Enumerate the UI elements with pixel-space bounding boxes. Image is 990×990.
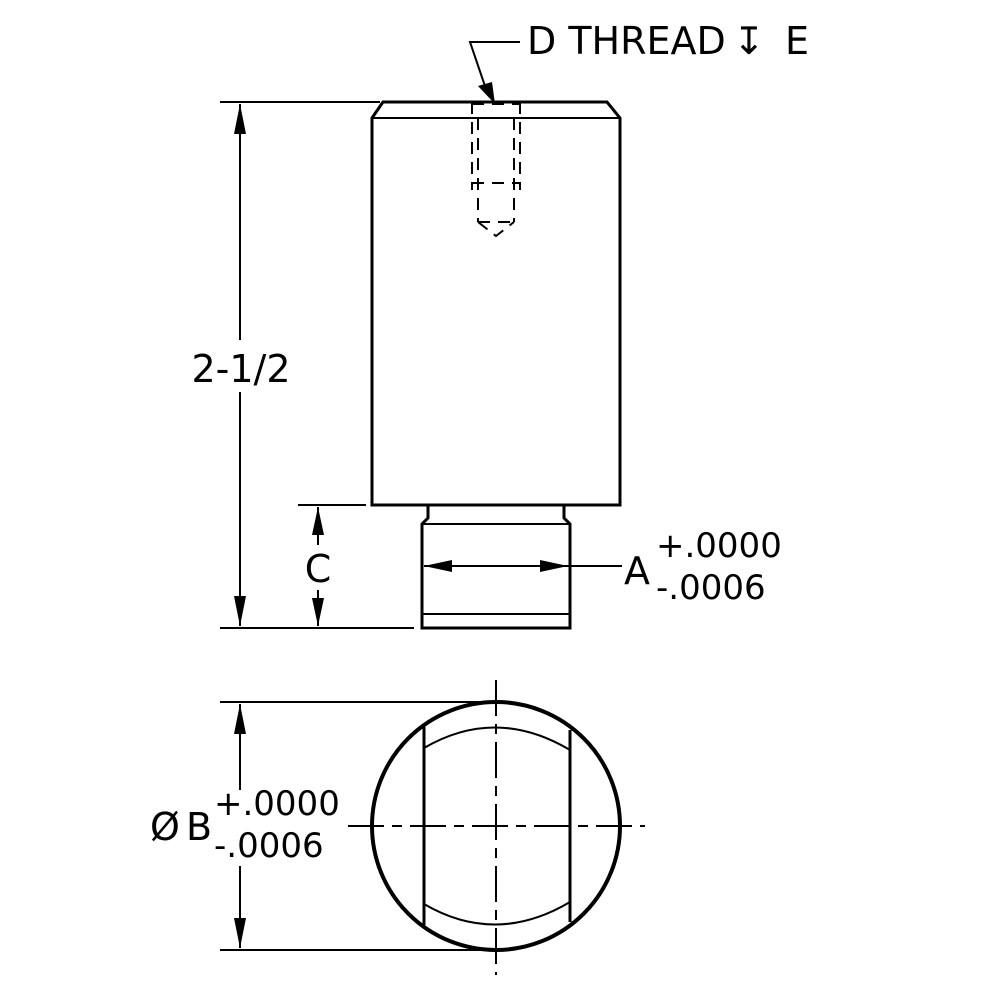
pilot-outline [420,505,572,630]
dim-arrow-shoulder-top [312,507,324,535]
pilot-diameter-label: A [624,549,650,593]
thread-callout-text: D THREAD [527,19,726,63]
thread-depth-text: E [785,19,809,63]
shoulder-length-dimension: C [298,504,366,626]
diameter-symbol: Ø [150,805,180,849]
diameter-tol-minus: -.0006 [214,826,324,866]
dim-arrow-diameter-top [234,704,246,734]
dim-arrow-top [234,104,246,134]
overall-length-label: 2-1/2 [191,347,290,391]
diameter-label: B [186,805,212,849]
diameter-tol-plus: +.0000 [214,784,340,824]
body-outline [370,100,622,507]
dim-arrow-diameter-bottom [234,918,246,948]
end-view [348,680,645,975]
dim-arrow-shoulder-bottom [312,598,324,626]
thread-callout: D THREAD ↧ E [468,19,809,104]
pilot-tol-minus: -.0006 [656,568,766,608]
chamfer-arc-bottom [423,901,571,926]
pilot-tol-plus: +.0000 [656,526,782,566]
dim-arrow-bottom [234,596,246,626]
dim-arrow-pilot-right [540,560,568,572]
thread-leader [468,41,520,93]
thread-leader-arrow [478,82,495,104]
shoulder-length-label: C [305,547,332,591]
overall-length-dimension: 2-1/2 [186,101,414,629]
dim-arrow-pilot-left [424,560,452,572]
side-view [370,100,622,630]
pilot-diameter-dimension: A +.0000 -.0006 [424,526,782,608]
hidden-thread-hole [471,102,521,238]
diameter-dimension: Ø B +.0000 -.0006 [150,701,496,951]
depth-symbol: ↧ [733,19,765,63]
